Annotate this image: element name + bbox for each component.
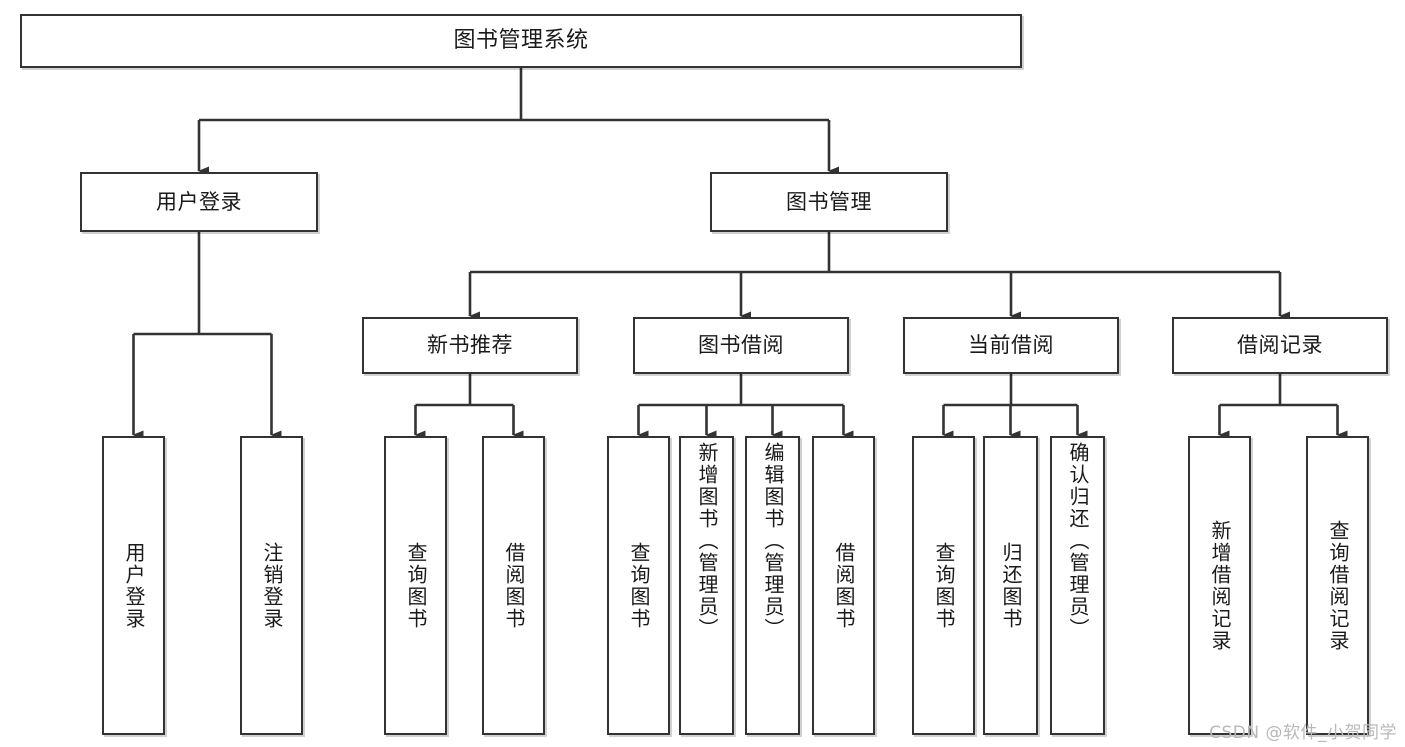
node-user-login[interactable]: 用户登录 — [80, 172, 318, 232]
node-root-label: 图书管理系统 — [453, 28, 589, 54]
node-leaf-confirm-return-label: 确认归还（管理员） — [1066, 442, 1090, 640]
node-borrow-record-label: 借阅记录 — [1237, 333, 1323, 358]
node-leaf-query-record[interactable]: 查询借阅记录 — [1306, 436, 1369, 735]
node-leaf-add-book[interactable]: 新增图书（管理员） — [679, 436, 734, 735]
node-new-book-rec-label: 新书推荐 — [427, 333, 513, 358]
node-book-manage-label: 图书管理 — [786, 189, 872, 214]
node-leaf-query-book-c-label: 查询图书 — [932, 541, 956, 630]
node-leaf-query-record-label: 查询借阅记录 — [1326, 519, 1350, 652]
node-leaf-user-login-label: 用户登录 — [122, 541, 146, 630]
node-current-borrow[interactable]: 当前借阅 — [903, 317, 1119, 374]
node-leaf-borrow-book-b[interactable]: 借阅图书 — [812, 436, 875, 735]
node-current-borrow-label: 当前借阅 — [968, 333, 1054, 358]
node-leaf-add-book-label: 新增图书（管理员） — [695, 442, 719, 640]
node-leaf-borrow-book-a[interactable]: 借阅图书 — [482, 436, 545, 735]
node-root[interactable]: 图书管理系统 — [20, 14, 1022, 68]
node-leaf-return-book-label: 归还图书 — [999, 541, 1023, 630]
node-leaf-add-record-label: 新增借阅记录 — [1208, 519, 1232, 652]
node-leaf-query-book-c[interactable]: 查询图书 — [912, 436, 975, 735]
node-leaf-add-record[interactable]: 新增借阅记录 — [1188, 436, 1251, 735]
node-leaf-query-book-b-label: 查询图书 — [627, 541, 651, 630]
node-leaf-query-book-a-label: 查询图书 — [404, 541, 428, 630]
node-leaf-query-book-b[interactable]: 查询图书 — [607, 436, 670, 735]
node-borrow-record[interactable]: 借阅记录 — [1172, 317, 1388, 374]
node-leaf-user-login[interactable]: 用户登录 — [102, 436, 165, 735]
node-leaf-edit-book-label: 编辑图书（管理员） — [761, 442, 785, 640]
node-leaf-borrow-book-b-label: 借阅图书 — [832, 541, 856, 630]
node-book-manage[interactable]: 图书管理 — [710, 172, 948, 232]
node-leaf-confirm-return[interactable]: 确认归还（管理员） — [1050, 436, 1105, 735]
node-leaf-logout-label: 注销登录 — [260, 541, 284, 630]
node-leaf-query-book-a[interactable]: 查询图书 — [384, 436, 447, 735]
csdn-watermark: CSDN @软件_小贺同学 — [1209, 723, 1397, 743]
node-book-borrow-label: 图书借阅 — [698, 333, 784, 358]
node-leaf-return-book[interactable]: 归还图书 — [983, 436, 1038, 735]
node-user-login-label: 用户登录 — [156, 189, 242, 214]
node-new-book-rec[interactable]: 新书推荐 — [362, 317, 578, 374]
node-leaf-borrow-book-a-label: 借阅图书 — [502, 541, 526, 630]
node-book-borrow[interactable]: 图书借阅 — [633, 317, 849, 374]
node-leaf-logout[interactable]: 注销登录 — [240, 436, 303, 735]
node-leaf-edit-book[interactable]: 编辑图书（管理员） — [745, 436, 800, 735]
